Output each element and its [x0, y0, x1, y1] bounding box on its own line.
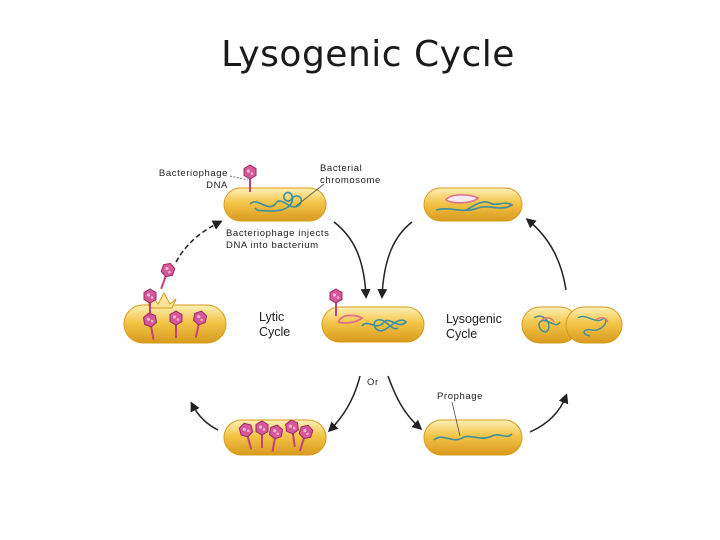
- arrow-division-to-lysogen: [525, 218, 567, 291]
- chromosome-copy-left: [533, 315, 561, 333]
- bacterial-chromosome: [361, 319, 408, 332]
- label-prophage: Prophage: [437, 391, 484, 402]
- bacterial-chromosome: [435, 201, 514, 212]
- bacterium-dividing: [521, 306, 623, 344]
- bacterium-top-right: [423, 187, 523, 222]
- bacterial-chromosome: [249, 191, 303, 212]
- label-bacterial-chromosome: Bacterial chromosome: [320, 163, 381, 186]
- arrow-prophage-to-division: [529, 393, 569, 433]
- label-bacteriophage-dna: Bacteriophage DNA: [158, 168, 228, 191]
- page-title: Lysogenic Cycle: [221, 34, 515, 75]
- arrow-center-to-lytic: [327, 375, 361, 433]
- bacterial-chromosome-with-prophage: [433, 433, 513, 441]
- bacterium-lysing: [123, 260, 227, 344]
- bacteriophage: [154, 260, 178, 292]
- arrow-lytic-to-lysis: [190, 401, 219, 431]
- phage-dna-loop: [444, 194, 480, 204]
- arrow-to-center-from-infected: [333, 221, 371, 299]
- chromosome-copy-right: [577, 315, 607, 337]
- label-lytic-cycle: Lytic Cycle: [259, 310, 291, 339]
- bacterium-prophage: [423, 419, 523, 456]
- leader-prophage: [451, 401, 461, 437]
- label-injects-dna: Bacteriophage injects DNA into bacterium: [226, 228, 330, 251]
- arrow-lysis-to-infection: [175, 220, 223, 263]
- bacterium-center: [321, 288, 425, 343]
- label-or: Or: [367, 377, 379, 388]
- bacterium-new-phages: [223, 418, 327, 456]
- arrow-center-to-prophage: [387, 375, 423, 430]
- leader-phage-dna: [229, 175, 249, 181]
- label-lysogenic-cycle: Lysogenic Cycle: [446, 312, 502, 341]
- leader-chromosome: [295, 183, 325, 207]
- phage-dna: [337, 314, 364, 324]
- arrow-to-center-from-lysogen: [377, 221, 413, 299]
- bacterium-infected: [223, 164, 327, 222]
